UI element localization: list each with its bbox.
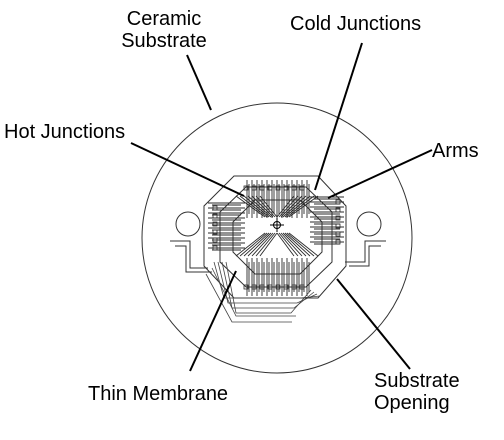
substrate-opening-label: Substrate Opening [374, 370, 460, 414]
bond-wire [211, 267, 296, 317]
junction-pad [259, 185, 265, 191]
hot-junctions-leader [130, 142, 245, 197]
diagonal-trace [282, 195, 307, 218]
diagonal-trace [235, 195, 266, 218]
junction-pad [212, 229, 218, 235]
junction-pad [243, 284, 249, 290]
junction-pad [299, 185, 305, 191]
junction-pad [251, 284, 257, 290]
diagonal-trace [243, 232, 270, 257]
bond-pads [212, 185, 341, 290]
junction-pad [335, 239, 341, 245]
bond-wire [221, 261, 315, 309]
diagonal-trace [255, 232, 276, 257]
thermopile-arms [208, 180, 344, 296]
bond-wire [205, 273, 292, 323]
junction-pad [267, 185, 273, 191]
junction-pad [259, 284, 265, 290]
junction-pad [283, 185, 289, 191]
bond-wire [217, 261, 318, 304]
cold-junctions-label: Cold Junctions [290, 13, 422, 35]
diagonal-trace [284, 195, 311, 218]
junction-pad [291, 185, 297, 191]
diagonal-trace [247, 195, 272, 218]
ceramic-label-line1: Ceramic [126, 8, 202, 30]
junction-pad [283, 284, 289, 290]
chip-outline [203, 175, 347, 299]
ceramic-label-line2: Substrate [121, 30, 207, 52]
diagonal-trace [276, 232, 295, 257]
substrate-opening [219, 186, 333, 288]
diagonal-trace [284, 232, 311, 257]
junction-pad [335, 215, 341, 221]
ceramic-substrate-label: Ceramic Substrate [104, 8, 224, 52]
thin-membrane-label: Thin Membrane [88, 383, 229, 405]
cold-junctions-leader [314, 42, 363, 191]
junction-pad [251, 185, 257, 191]
ceramic-substrate-leader [186, 54, 212, 111]
diagonal-trace [288, 195, 319, 218]
left-lead-path [170, 240, 208, 269]
diagonal-trace [286, 232, 315, 257]
right-lead-path-inner [349, 245, 381, 267]
diagonal-trace [259, 195, 278, 218]
right-mounting-hole [356, 211, 382, 237]
left-lead-path-inner [175, 245, 212, 273]
junction-pad [335, 231, 341, 237]
thin-membrane-leader [189, 270, 237, 372]
opening-label-line1: Substrate [374, 370, 460, 392]
junction-pad [335, 199, 341, 205]
diagonal-trace [280, 232, 303, 257]
arms-leader [327, 149, 433, 199]
diagonal-trace [278, 232, 299, 257]
ceramic-substrate-circle [141, 102, 413, 374]
opening-label-line2: Opening [374, 392, 450, 414]
diagonal-trace [251, 195, 274, 218]
diagonal-trace [255, 195, 276, 218]
left-mounting-hole [175, 211, 201, 237]
diagonal-trace [243, 195, 270, 218]
diagonal-trace [278, 195, 299, 218]
bond-wires [205, 261, 321, 323]
diagonal-trace [286, 195, 315, 218]
junction-pad [212, 237, 218, 243]
diagonal-trace [235, 232, 266, 257]
diagonal-trace [251, 232, 274, 257]
bond-wire [225, 261, 312, 314]
hot-junctions-label: Hot Junctions [4, 121, 126, 143]
diagonal-trace [276, 195, 295, 218]
right-lead-path [345, 240, 386, 263]
diagonal-trace [239, 232, 268, 257]
junction-pad [212, 213, 218, 219]
substrate-opening-leader [336, 278, 411, 370]
junction-pad [212, 221, 218, 227]
junction-pad [243, 185, 249, 191]
diagonal-trace [239, 195, 268, 218]
arms-label: Arms [432, 140, 479, 162]
diagonal-trace [259, 232, 278, 257]
junction-pad [212, 245, 218, 251]
junction-pad [275, 284, 281, 290]
junction-pad [335, 207, 341, 213]
diagonal-trace [288, 232, 319, 257]
junction-pad [212, 205, 218, 211]
diagonal-trace [282, 232, 307, 257]
diagonal-trace [247, 232, 272, 257]
junction-pad [267, 284, 273, 290]
diagonal-trace [280, 195, 303, 218]
junction-pad [275, 185, 281, 191]
junction-pad [299, 284, 305, 290]
junction-pad [291, 284, 297, 290]
membrane-center-mark [270, 218, 284, 232]
junction-pad [335, 223, 341, 229]
